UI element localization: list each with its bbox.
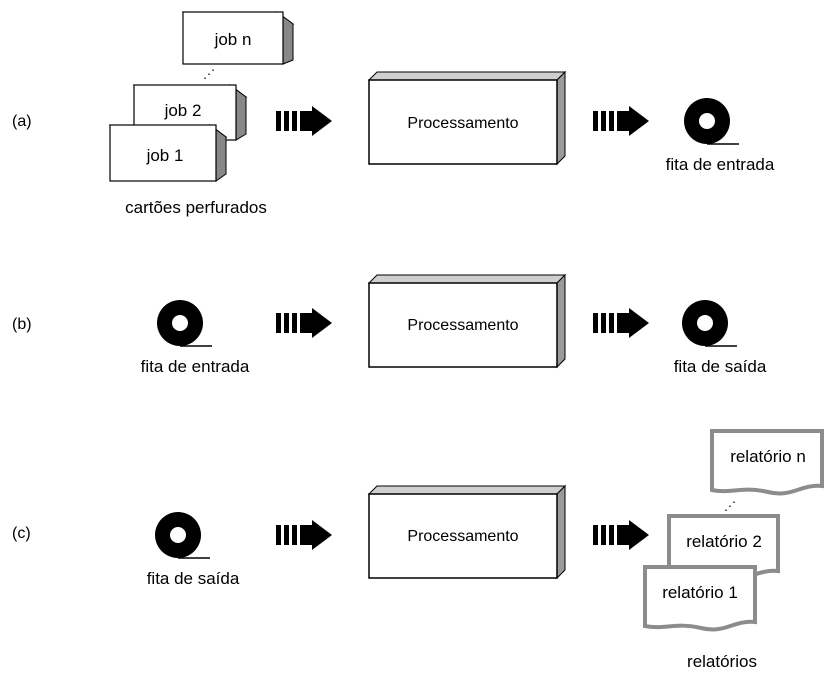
process-box: Processamento xyxy=(368,71,566,165)
caption-input-tape: fita de saída xyxy=(147,569,240,588)
report-label-n: relatório n xyxy=(730,447,806,466)
flow-arrow-icon xyxy=(276,520,332,550)
report-ellipsis: ⋰ xyxy=(724,499,736,513)
process-label: Processamento xyxy=(407,317,518,334)
caption-output-tape: fita de saída xyxy=(674,357,767,376)
row-label-a: (a) xyxy=(12,113,32,130)
caption-input-tape: fita de entrada xyxy=(141,357,250,376)
process-box: Processamento xyxy=(368,274,566,368)
report-label-1: relatório 1 xyxy=(662,583,738,602)
report-page-n: relatório n xyxy=(710,429,824,496)
row-a: (a) job n ⋰ job 2 job 1 cartões perfurad… xyxy=(12,10,775,217)
report-label-2: relatório 2 xyxy=(686,532,762,551)
card-label-job-1: job 1 xyxy=(146,146,184,165)
row-b: (b) fita de entrada Processamento fita d… xyxy=(12,274,767,376)
row-label-b: (b) xyxy=(12,316,32,333)
flow-arrow-icon xyxy=(593,520,649,550)
magnetic-tape-icon xyxy=(154,511,211,559)
caption-punched-cards: cartões perfurados xyxy=(125,198,267,217)
flow-arrow-icon xyxy=(276,308,332,338)
process-label: Processamento xyxy=(407,115,518,132)
magnetic-tape-icon xyxy=(683,97,740,145)
punch-card-job-n: job n xyxy=(181,10,295,65)
process-box: Processamento xyxy=(368,485,566,579)
card-label-job-2: job 2 xyxy=(164,101,202,120)
report-page-1: relatório 1 xyxy=(643,565,757,632)
caption-output-tape: fita de entrada xyxy=(666,155,775,174)
magnetic-tape-icon xyxy=(156,299,213,347)
card-ellipsis: ⋰ xyxy=(203,67,215,81)
row-label-c: (c) xyxy=(12,525,31,542)
card-label-job-n: job n xyxy=(214,30,252,49)
row-c: (c) fita de saída Processamento relatóri… xyxy=(12,429,824,671)
flow-arrow-icon xyxy=(593,308,649,338)
magnetic-tape-icon xyxy=(681,299,738,347)
flow-arrow-icon xyxy=(276,106,332,136)
flow-arrow-icon xyxy=(593,106,649,136)
punch-card-job-1: job 1 xyxy=(108,123,228,182)
caption-reports: relatórios xyxy=(687,652,757,671)
process-label: Processamento xyxy=(407,528,518,545)
